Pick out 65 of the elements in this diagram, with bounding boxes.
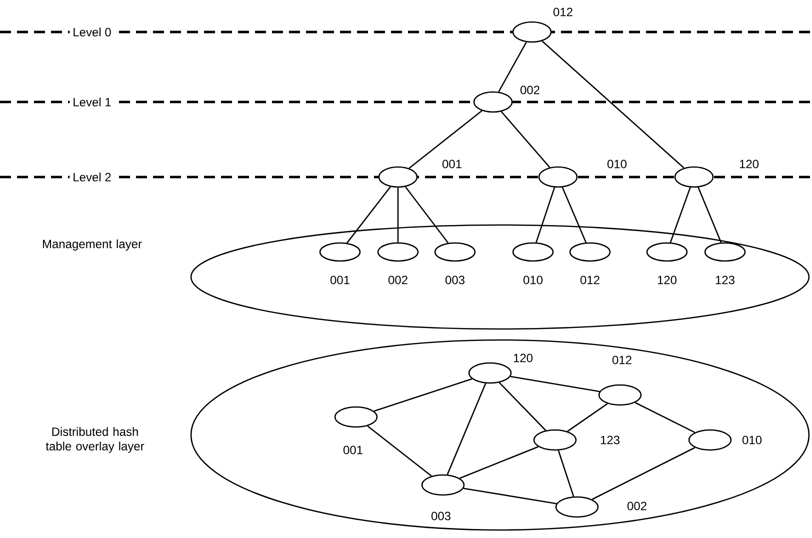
peer-node: 001 xyxy=(319,242,361,284)
peer-node: 003 xyxy=(421,474,465,520)
node-label: 120 xyxy=(658,276,677,284)
link-line xyxy=(408,110,482,169)
link-line xyxy=(592,447,696,500)
peer-node: 001 xyxy=(378,160,462,188)
link-line xyxy=(397,188,399,242)
node-label: 002 xyxy=(627,502,646,510)
node-label: 012 xyxy=(580,276,600,284)
link-line xyxy=(634,402,696,433)
link-line xyxy=(498,42,527,92)
link-line xyxy=(558,450,574,497)
node-label: 003 xyxy=(445,276,464,284)
link-line xyxy=(404,186,449,244)
node-label: Distributed hash table overlay layer xyxy=(46,427,144,453)
peer-node: 002 xyxy=(555,496,646,518)
link-line xyxy=(346,186,391,244)
peer-node: 012 xyxy=(569,242,611,284)
link-line xyxy=(542,40,684,168)
link-line xyxy=(463,488,557,504)
link-line xyxy=(498,382,546,431)
node-label: 012 xyxy=(553,8,572,16)
node-label: 123 xyxy=(600,436,620,444)
peer-node: 123 xyxy=(533,429,620,451)
level-label: Level 2 xyxy=(70,170,114,184)
node-label: 003 xyxy=(431,512,450,520)
peer-node: 001 xyxy=(334,406,378,454)
node-label: 010 xyxy=(742,436,762,444)
link-line xyxy=(670,187,691,243)
node-label: 010 xyxy=(523,276,543,284)
peer-node: 003 xyxy=(434,242,476,284)
peer-node: 120 xyxy=(468,354,533,384)
node-label: 001 xyxy=(330,276,350,284)
peer-node: 002 xyxy=(473,86,540,113)
level-label: Level 1 xyxy=(70,94,114,110)
node-label: 002 xyxy=(520,86,540,94)
link-line xyxy=(374,378,472,412)
peer-node: 012 xyxy=(598,356,642,406)
link-line xyxy=(536,187,556,243)
peer-node: 012 xyxy=(512,8,572,43)
link-line xyxy=(367,426,432,476)
node-label: 002 xyxy=(388,276,408,284)
node-label: 012 xyxy=(612,356,632,364)
peer-node: 120 xyxy=(646,242,688,284)
node-label: 001 xyxy=(343,446,362,454)
peer-node: 010 xyxy=(538,160,627,188)
link-line xyxy=(500,111,550,168)
link-line xyxy=(567,403,608,432)
link-line xyxy=(460,446,538,479)
node-label: 010 xyxy=(607,160,627,168)
peer-node: 123 xyxy=(704,242,746,284)
link-line xyxy=(510,376,600,392)
node-label: 120 xyxy=(514,354,533,362)
peer-node: 010 xyxy=(512,242,554,284)
peer-node: 010 xyxy=(688,429,762,451)
node-label: 001 xyxy=(442,160,462,168)
link-line xyxy=(562,187,587,243)
node-label: 123 xyxy=(716,276,734,284)
node-label: Management layer xyxy=(42,239,142,251)
level-label: Level 0 xyxy=(70,24,114,40)
peer-node: 002 xyxy=(377,242,419,284)
link-line xyxy=(446,383,486,475)
peer-node: 120 xyxy=(674,160,759,188)
link-line xyxy=(698,187,722,243)
node-label: 120 xyxy=(740,160,759,168)
